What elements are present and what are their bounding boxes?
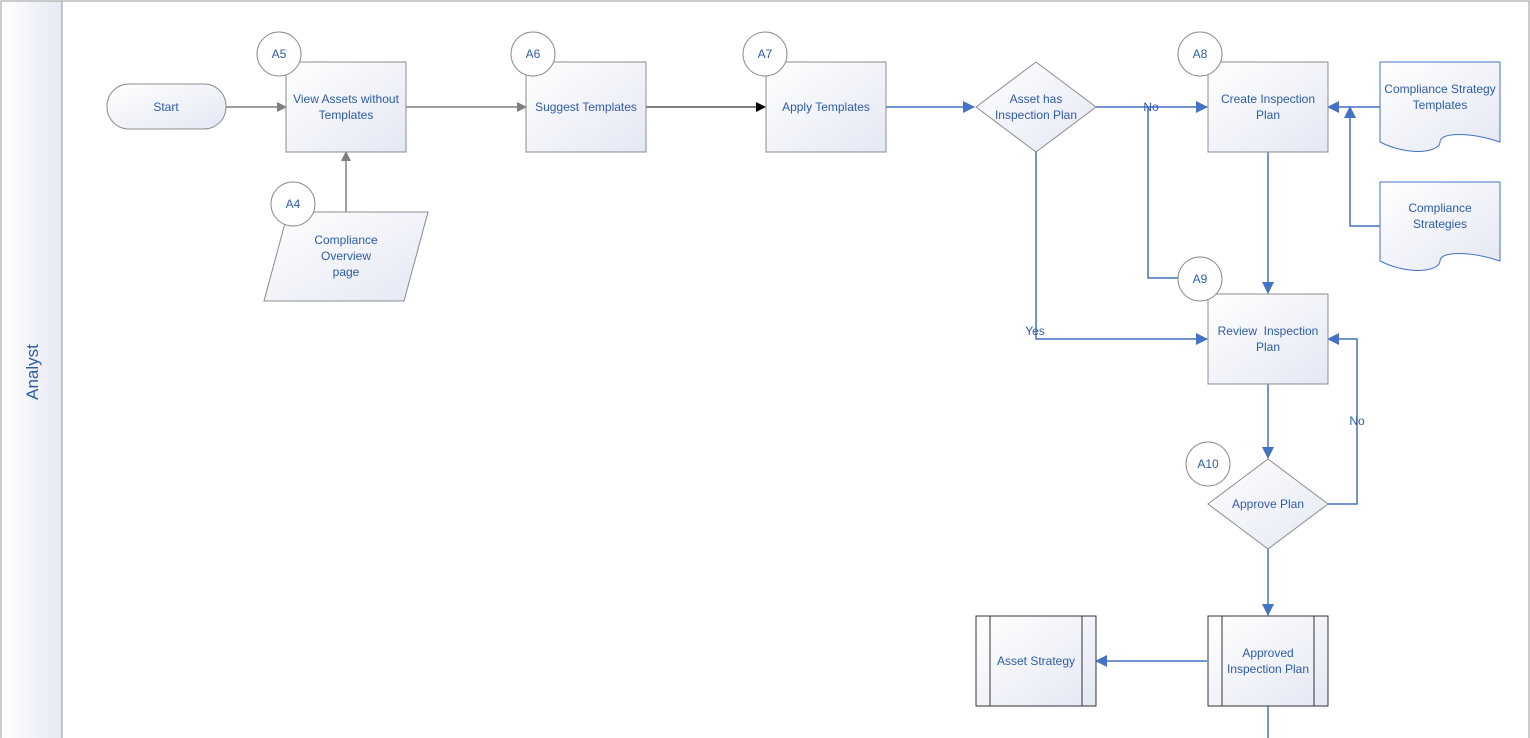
review-plan-label-line2: Plan	[1256, 340, 1280, 354]
create-plan-node[interactable]: Create Inspection Plan	[1207, 61, 1329, 153]
approve-plan-label: Approve Plan	[1232, 497, 1304, 511]
badge-a6-label: A6	[526, 47, 541, 61]
approved-plan-node[interactable]: Approved Inspection Plan	[1207, 615, 1329, 707]
start-node[interactable]: Start	[106, 83, 227, 130]
edge-approve-no-to-review	[1327, 333, 1358, 505]
strategy-templates-label-line1: Compliance Strategy	[1384, 82, 1495, 96]
strategy-templates-label-line2: Templates	[1413, 98, 1468, 112]
create-plan-label-line1: Create Inspection	[1221, 92, 1315, 106]
edge-label-yes: Yes	[1025, 324, 1045, 338]
edge-label-no-right: No	[1349, 414, 1365, 428]
badge-a5: A5	[256, 31, 302, 77]
edge-label-no-top: No	[1143, 100, 1159, 114]
compliance-strategies-document[interactable]: Compliance Strategies	[1379, 181, 1501, 271]
apply-templates-node[interactable]: Apply Templates	[765, 61, 887, 153]
badge-a7: A7	[742, 31, 788, 77]
badge-a8: A8	[1177, 31, 1223, 77]
apply-templates-label: Apply Templates	[782, 100, 870, 114]
decision-label-line2: Inspection Plan	[995, 108, 1077, 122]
approve-plan-decision[interactable]: Approve Plan	[1207, 458, 1329, 550]
view-assets-node[interactable]: View Assets without Templates	[285, 61, 407, 153]
suggest-templates-node[interactable]: Suggest Templates	[525, 61, 647, 153]
strategy-templates-document[interactable]: Compliance Strategy Templates	[1379, 61, 1501, 152]
compliance-overview-input[interactable]: Compliance Overview page	[263, 211, 429, 302]
badge-a9-label: A9	[1193, 272, 1208, 286]
asset-strategy-node[interactable]: Asset Strategy	[975, 615, 1097, 707]
decision-label-line1: Asset has	[1010, 92, 1063, 106]
review-plan-node[interactable]: Review Inspection Plan	[1207, 293, 1329, 385]
edge-a9-to-no	[1147, 107, 1178, 279]
strategies-label-line2: Strategies	[1413, 217, 1467, 231]
suggest-templates-label: Suggest Templates	[535, 100, 637, 114]
badge-a8-label: A8	[1193, 47, 1208, 61]
view-assets-label-line1: View Assets without	[293, 92, 399, 106]
edge-strategies-to-create	[1344, 106, 1380, 227]
badge-a5-label: A5	[272, 47, 287, 61]
approved-plan-label-line2: Inspection Plan	[1227, 662, 1309, 676]
overview-label-line2: Overview	[321, 249, 371, 263]
badge-a7-label: A7	[758, 47, 773, 61]
swimlane-header	[0, 0, 63, 738]
badge-a9: A9	[1177, 256, 1223, 302]
start-label: Start	[153, 100, 179, 114]
asset-strategy-label: Asset Strategy	[997, 654, 1075, 668]
badge-a4-label: A4	[286, 197, 301, 211]
view-assets-label-line2: Templates	[319, 108, 374, 122]
swimlane-title: Analyst	[23, 344, 42, 400]
badge-a10-label: A10	[1197, 457, 1219, 471]
overview-label-line1: Compliance	[314, 233, 378, 247]
asset-has-plan-decision[interactable]: Asset has Inspection Plan	[975, 61, 1097, 153]
badge-a4: A4	[270, 181, 316, 227]
badge-a6: A6	[510, 31, 556, 77]
approved-plan-label-line1: Approved	[1242, 646, 1293, 660]
overview-label-line3: page	[333, 265, 360, 279]
create-plan-label-line2: Plan	[1256, 108, 1280, 122]
badge-a10: A10	[1185, 441, 1231, 487]
review-plan-label-line1: Review Inspection	[1218, 324, 1319, 338]
edge-decision-yes-to-review	[1035, 152, 1208, 345]
strategies-label-line1: Compliance	[1408, 201, 1472, 215]
